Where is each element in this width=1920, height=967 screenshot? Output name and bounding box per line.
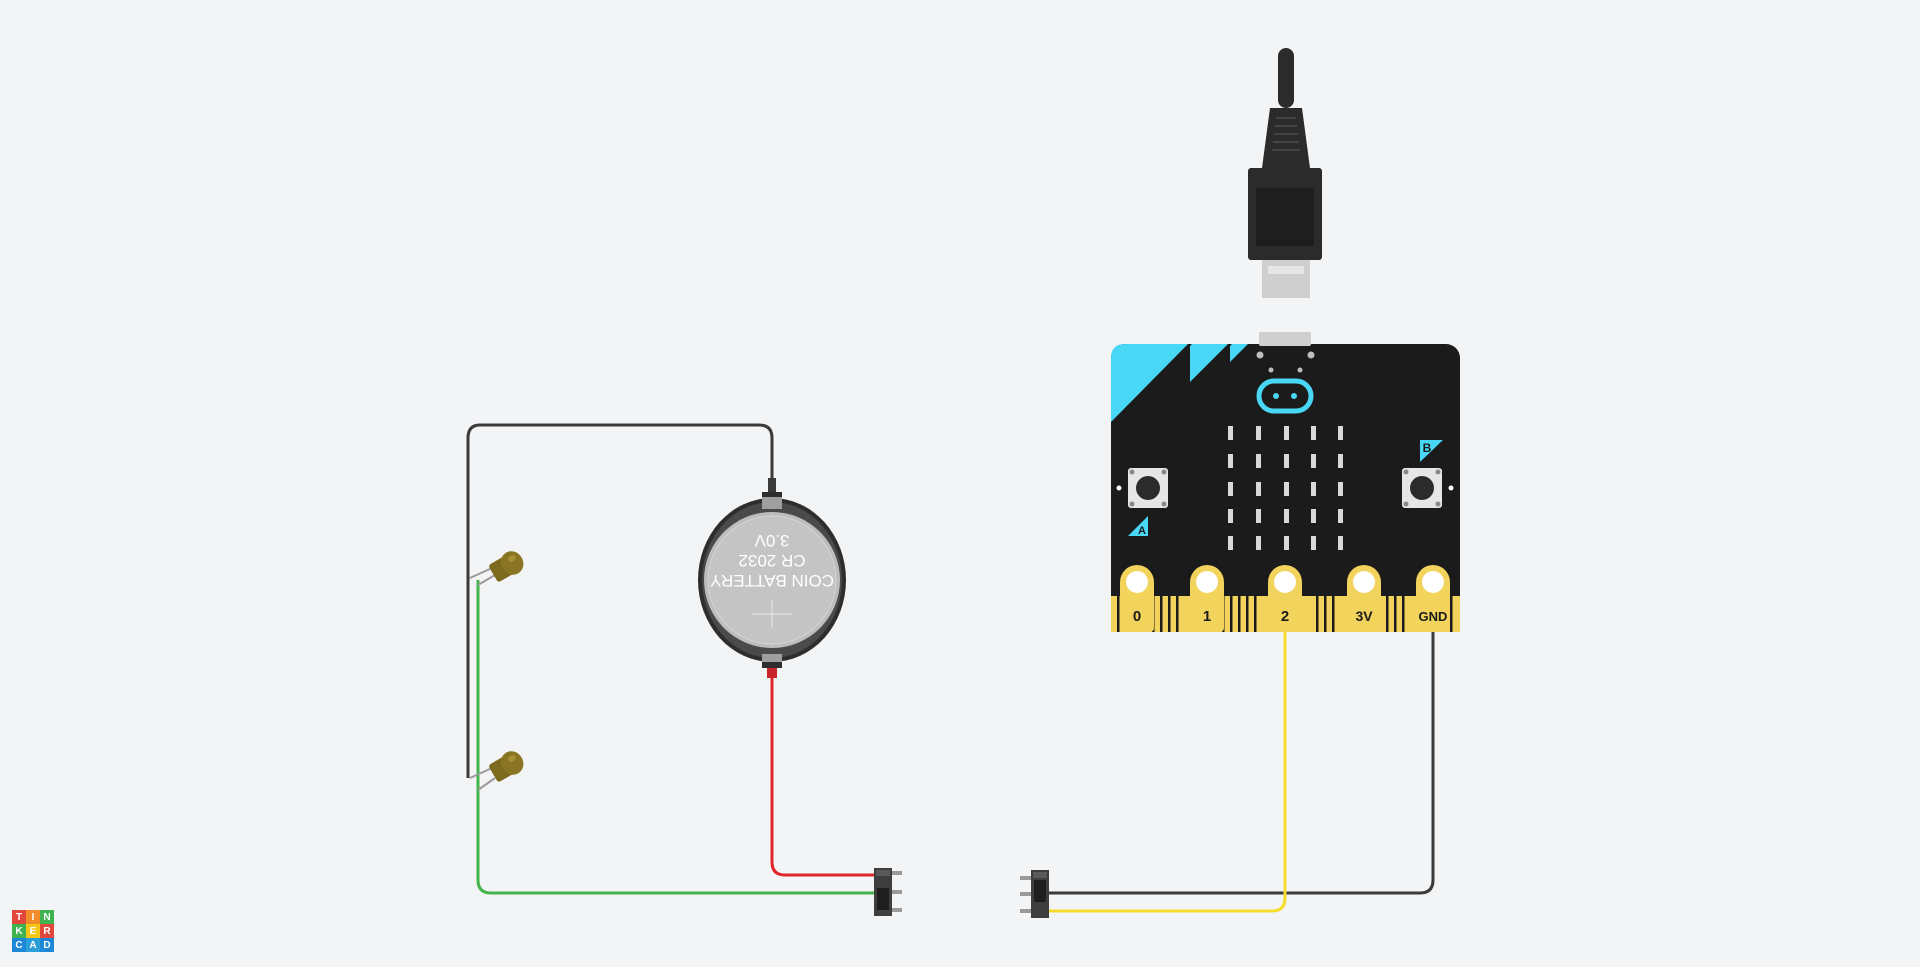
button-a-marker <box>1128 516 1148 536</box>
coin-battery[interactable]: COIN BATTERY CR 2032 3.0V <box>698 478 846 678</box>
wire-black-gnd[interactable] <box>1040 626 1435 895</box>
pin-label-1: 1 <box>1203 608 1211 625</box>
pin-label-gnd: GND <box>1419 609 1448 624</box>
slide-switch-right[interactable] <box>1020 870 1049 918</box>
battery-label-3: 3.0V <box>754 531 790 550</box>
logo-letter-c: C <box>12 938 26 952</box>
logo-letter-i: I <box>26 910 40 924</box>
microbit-accent-3 <box>1230 344 1248 362</box>
logo-letter-r: R <box>40 924 54 938</box>
pin-label-0: 0 <box>1133 608 1141 625</box>
battery-plus-symbol <box>752 600 792 628</box>
button-b[interactable] <box>1402 468 1442 508</box>
logo-letter-k: K <box>12 924 26 938</box>
logo-letter-a: A <box>26 938 40 952</box>
led-top-leg-2 <box>477 574 496 586</box>
microbit-board[interactable]: A B <box>1111 332 1460 632</box>
led-bottom[interactable] <box>487 747 528 784</box>
led-bottom-leg-1 <box>469 767 493 779</box>
pin-0[interactable] <box>1120 565 1154 599</box>
logo-letter-d: D <box>40 938 54 952</box>
wire-black-top[interactable] <box>466 423 774 778</box>
button-a-label: A <box>1138 525 1146 537</box>
pin-label-2: 2 <box>1281 608 1289 625</box>
pin-gnd[interactable] <box>1416 565 1450 599</box>
led-bottom-leg-2 <box>477 777 496 791</box>
tinkercad-logo[interactable]: T I N K E R C A D <box>12 910 54 952</box>
pin-1[interactable] <box>1190 565 1224 599</box>
pin-label-3v: 3V <box>1355 608 1373 624</box>
button-a[interactable] <box>1128 468 1168 508</box>
logo-letter-n: N <box>40 910 54 924</box>
led-matrix <box>1228 426 1343 550</box>
pin-2[interactable] <box>1268 565 1302 599</box>
battery-label-1: COIN BATTERY <box>710 571 834 590</box>
pin-3v[interactable] <box>1347 565 1381 599</box>
logo-letter-t: T <box>12 910 26 924</box>
wire-red[interactable] <box>770 675 880 877</box>
slide-switch-left[interactable] <box>874 868 902 916</box>
battery-label-2: CR 2032 <box>738 551 805 570</box>
wire-yellow[interactable] <box>1040 626 1287 913</box>
led-top[interactable] <box>487 547 528 584</box>
microbit-logo <box>1256 378 1314 414</box>
usb-cable[interactable] <box>1248 48 1322 298</box>
button-b-label: B <box>1423 441 1432 455</box>
led-top-leg-1 <box>469 567 493 579</box>
logo-letter-e: E <box>26 924 40 938</box>
wire-green[interactable] <box>476 580 880 895</box>
microbit-accent-1 <box>1111 344 1188 422</box>
microbit-accent-2 <box>1190 344 1228 382</box>
button-b-marker <box>1420 440 1443 462</box>
